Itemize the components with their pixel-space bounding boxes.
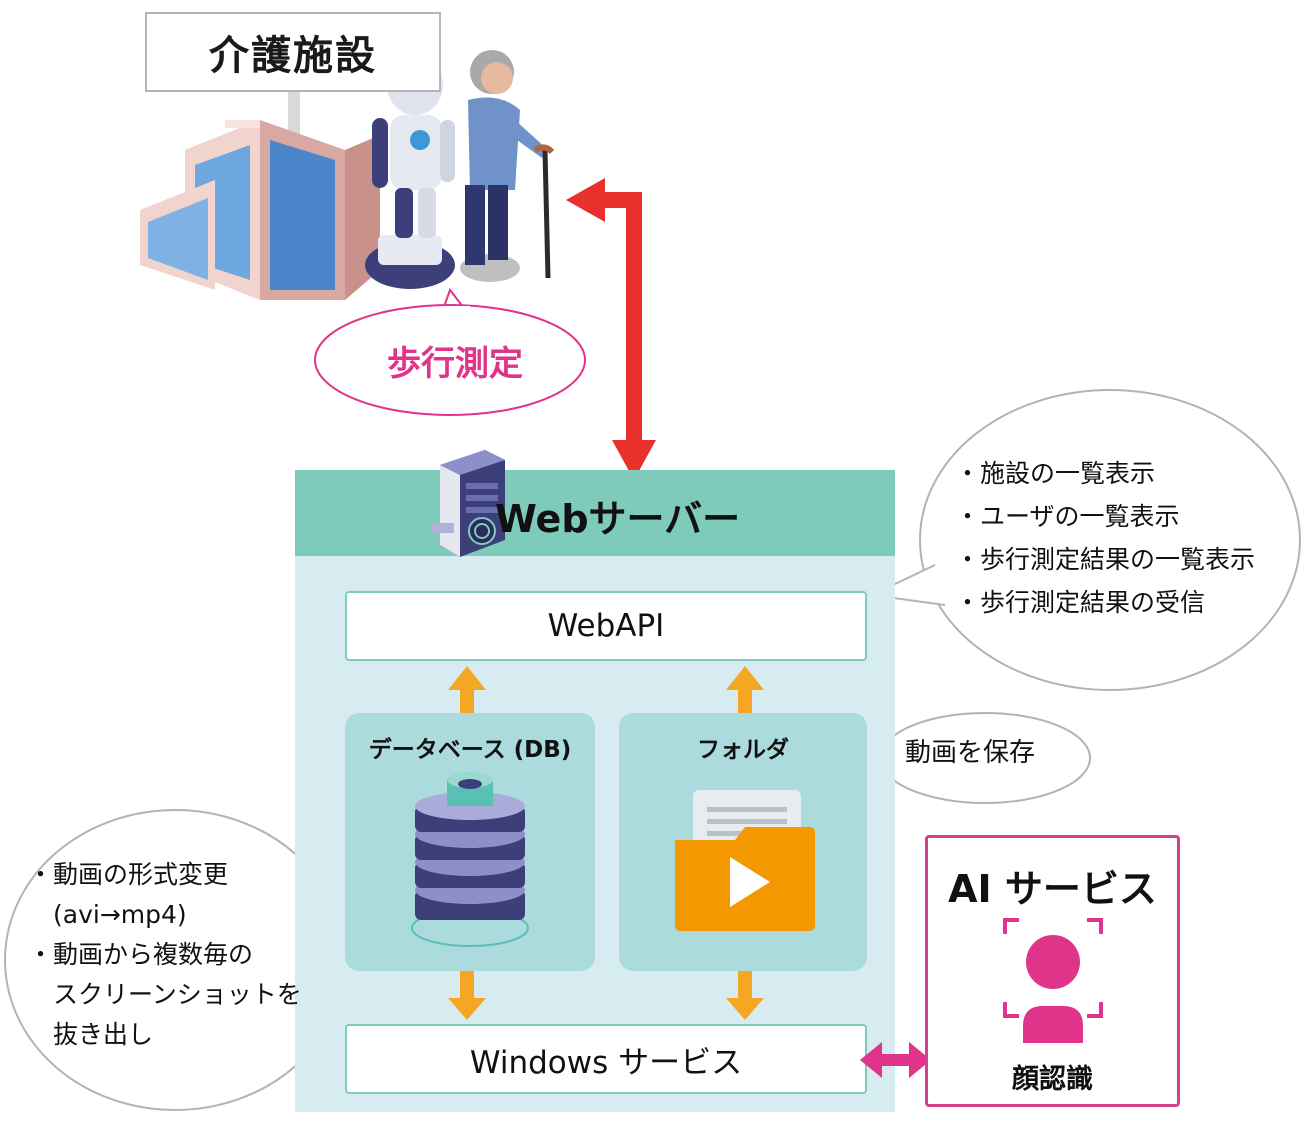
database-icon bbox=[411, 772, 529, 947]
save-video-label: 動画を保存 bbox=[905, 738, 1036, 768]
api-function-item: ・歩行測定結果の受信 bbox=[955, 588, 1206, 617]
facility-sign: 介護施設 bbox=[145, 12, 441, 92]
webapi-box: WebAPI bbox=[345, 591, 867, 661]
windows-function-item: スクリーンショットを bbox=[28, 980, 302, 1009]
web-server-header bbox=[295, 470, 895, 556]
windows-function-item: ・動画の形式変更 bbox=[28, 860, 229, 889]
video-folder-icon bbox=[675, 790, 815, 931]
windows-function-item: (avi→mp4) bbox=[28, 900, 187, 929]
api-function-item: ・施設の一覧表示 bbox=[955, 459, 1156, 488]
red-bidirectional-arrow bbox=[566, 178, 656, 480]
web-server-title: Webサーバー bbox=[495, 496, 741, 541]
pink-bidirectional-arrow bbox=[860, 1042, 931, 1078]
robot-icon bbox=[365, 55, 455, 289]
windows-function-item: 抜き出し bbox=[28, 1020, 154, 1049]
api-function-item: ・ユーザの一覧表示 bbox=[955, 502, 1180, 531]
api-functions-list: ・施設の一覧表示 ・ユーザの一覧表示 ・歩行測定結果の一覧表示 ・歩行測定結果の… bbox=[955, 452, 1255, 624]
server-icon bbox=[432, 450, 505, 557]
windows-service-box: Windows サービス bbox=[345, 1024, 867, 1094]
elderly-person-icon bbox=[460, 50, 555, 282]
face-recognition-label: 顔認識 bbox=[1012, 1064, 1093, 1095]
windows-function-item: ・動画から複数毎の bbox=[28, 940, 254, 969]
walk-measure-bubble bbox=[314, 287, 586, 416]
api-function-item: ・歩行測定結果の一覧表示 bbox=[955, 545, 1256, 574]
database-label: データベース (DB) bbox=[368, 737, 572, 763]
folder-label: フォルダ bbox=[697, 737, 789, 763]
face-recognition-icon bbox=[1003, 918, 1103, 1043]
facility-building-icon bbox=[140, 92, 380, 300]
walk-measure-label: 歩行測定 bbox=[387, 343, 523, 384]
windows-functions-list: ・動画の形式変更 (avi→mp4) ・動画から複数毎の スクリーンショットを … bbox=[28, 855, 302, 1055]
ai-service-title: AI サービス bbox=[948, 867, 1157, 911]
